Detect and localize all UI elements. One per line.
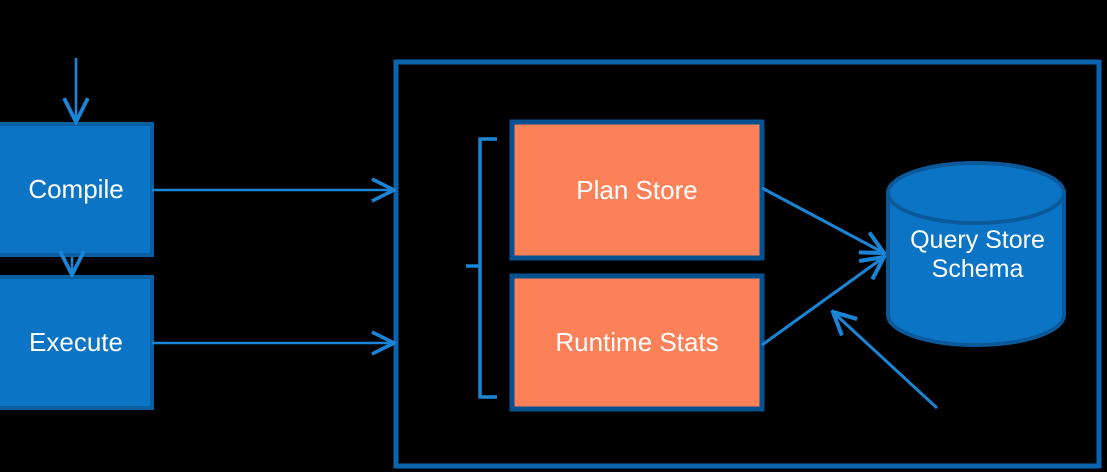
execute-box[interactable] (0, 275, 154, 410)
connector-external-to-schema (833, 312, 939, 410)
compile-box[interactable] (0, 122, 154, 257)
store-group-bracket (466, 137, 497, 399)
plan-store-box[interactable] (509, 119, 765, 261)
container-outline (393, 59, 1102, 469)
query-store-schema-cylinder[interactable] (886, 161, 1066, 347)
connector-runtime-stats-to-schema (761, 257, 884, 347)
connector-plan-store-to-schema (761, 186, 884, 253)
runtime-stats-box[interactable] (509, 273, 765, 412)
